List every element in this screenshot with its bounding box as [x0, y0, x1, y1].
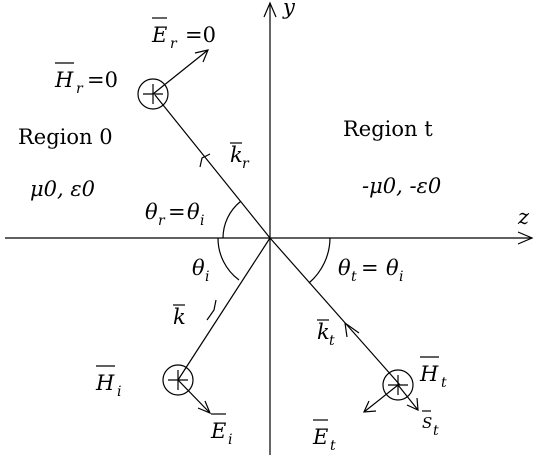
svg-text:H: H [54, 68, 74, 92]
incident-ray [177, 237, 271, 381]
incident-e-field-arrowhead [197, 400, 212, 415]
svg-text:i: i [200, 213, 204, 229]
svg-text:t: t [441, 375, 447, 391]
transmitted-ray [269, 237, 401, 386]
region-0-label: Region 0 [18, 125, 113, 149]
incident-k-label: k [173, 304, 186, 329]
reflected-h-label: H r =0 [54, 62, 118, 97]
incident-angle-label: θ i [192, 256, 209, 285]
svg-text:E: E [312, 425, 328, 449]
svg-text:=0: =0 [87, 68, 118, 92]
svg-text:r: r [242, 156, 250, 172]
region-t-label: Region t [343, 117, 433, 141]
svg-text:θ: θ [386, 256, 399, 280]
region-0-params: μ0, ε0 [30, 177, 95, 201]
transmitted-s-vector [397, 384, 419, 411]
region-t-params: -μ0, -ε0 [362, 174, 441, 198]
svg-text:r: r [158, 213, 166, 229]
svg-text:i: i [228, 432, 232, 448]
svg-text:i: i [205, 269, 209, 285]
transmitted-h-label: H t [419, 356, 447, 391]
svg-text:H: H [95, 371, 115, 395]
incident-ray-arrowhead [206, 299, 217, 321]
incident-e-field-vector [177, 379, 211, 414]
svg-text:S: S [422, 414, 432, 432]
svg-text:t: t [330, 438, 336, 454]
svg-text:θ: θ [145, 200, 158, 224]
transmitted-e-field-arrowhead [363, 400, 377, 413]
z-axis-arrowhead [517, 231, 534, 245]
incident-angle-arc [217, 237, 240, 281]
z-axis-label: z [517, 205, 530, 229]
transmitted-ray-arrowhead [344, 321, 360, 338]
svg-text:t: t [433, 423, 439, 439]
reflected-k-label: k r [230, 142, 250, 172]
incident-e-label: E i [210, 413, 232, 448]
reflected-angle-arc [222, 201, 241, 239]
svg-text:k: k [173, 305, 186, 329]
transmitted-e-field-vector [363, 384, 399, 413]
reflected-ray [154, 94, 271, 239]
svg-text:t: t [351, 269, 357, 285]
reflected-e-field-arrowhead [194, 49, 210, 63]
svg-text:=: = [361, 256, 379, 280]
svg-text:θ: θ [187, 200, 200, 224]
reflected-ray-arrowhead [199, 153, 211, 168]
svg-text:θ: θ [338, 256, 351, 280]
transmitted-e-label: E t [312, 419, 336, 454]
transmitted-angle-equation: θ t = θ i [338, 256, 403, 285]
svg-text:E: E [151, 23, 167, 47]
y-axis-arrowhead [263, 1, 277, 18]
transmitted-k-label: k t [317, 319, 335, 349]
svg-text:i: i [117, 384, 121, 400]
incident-h-label: H i [95, 365, 121, 400]
transmitted-s-arrowhead [406, 397, 419, 411]
svg-text:θ: θ [192, 256, 205, 280]
y-axis-label: y [282, 0, 296, 19]
svg-text:i: i [399, 269, 403, 285]
transmitted-angle-arc [308, 237, 331, 284]
svg-text:r: r [76, 81, 84, 97]
svg-text:k: k [230, 143, 243, 167]
svg-text:E: E [210, 419, 226, 443]
svg-text:=: = [168, 200, 186, 224]
svg-text:=0: =0 [185, 23, 216, 47]
svg-text:r: r [170, 36, 178, 52]
svg-text:H: H [419, 362, 439, 386]
svg-text:t: t [329, 333, 335, 349]
reflected-angle-equation: θ r = θ i [145, 200, 204, 229]
reflected-e-field-vector [152, 49, 209, 95]
svg-text:k: k [317, 320, 330, 344]
reflected-e-label: E r =0 [151, 17, 216, 52]
poynting-label: S t [422, 410, 439, 439]
